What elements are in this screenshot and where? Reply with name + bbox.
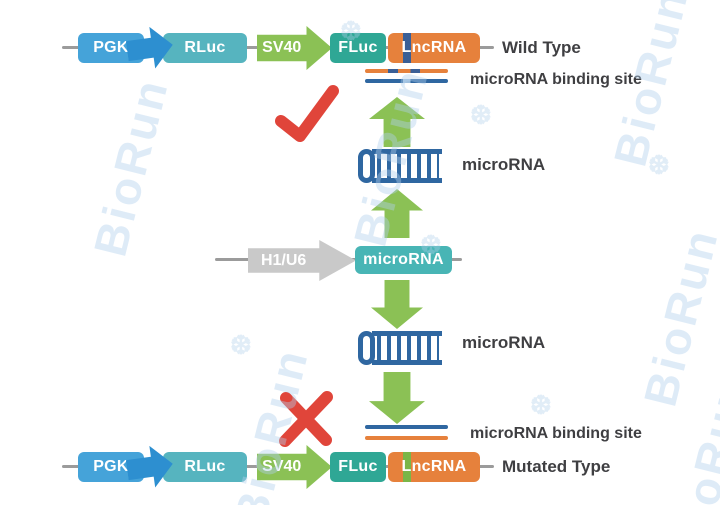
wild-promoter-arrow-icon bbox=[124, 24, 175, 72]
watermark-snowflake-icon: ❆ bbox=[470, 100, 492, 130]
hairpin-basepairs bbox=[377, 154, 439, 178]
wild-sv40-promoter-arrow: SV40 bbox=[257, 26, 332, 70]
wild-bindingsite-label: microRNA binding site bbox=[470, 71, 642, 88]
mutated-type-label: Mutated Type bbox=[502, 457, 611, 476]
hairpin-loop bbox=[358, 331, 375, 365]
no-binding-x-icon bbox=[279, 391, 333, 447]
watermark-snowflake-icon: ❆ bbox=[530, 390, 552, 420]
wild-binding-site-stripe bbox=[403, 33, 411, 63]
watermark: BioRun bbox=[83, 72, 178, 262]
wild-bindingsite-mirna-strand bbox=[365, 79, 448, 83]
watermark-snowflake-icon: ❆ bbox=[648, 150, 670, 180]
wild-type-label: Wild Type bbox=[502, 38, 581, 57]
mut-lncrna-box: LncRNA bbox=[388, 452, 480, 482]
watermark-snowflake-icon: ❆ bbox=[230, 330, 252, 360]
hairpin-stem bbox=[372, 331, 442, 365]
mut-sv40-promoter-arrow: SV40 bbox=[257, 445, 332, 489]
mut-bindingsite-lncrna-strand bbox=[365, 436, 448, 440]
wild-lncrna-box: LncRNA bbox=[388, 33, 480, 63]
arrow-up-icon-1 bbox=[369, 97, 425, 147]
mut-lncrna-label: LncRNA bbox=[401, 458, 467, 475]
mut-fluc-label: FLuc bbox=[338, 458, 378, 475]
mut-binding-site-stripe bbox=[403, 452, 411, 482]
mut-bindingsite-label: microRNA binding site bbox=[470, 425, 642, 442]
wild-fluc-label: FLuc bbox=[338, 39, 378, 56]
microrna-label-top: microRNA bbox=[462, 155, 546, 174]
watermark: BioRun bbox=[663, 372, 720, 505]
arrow-up-icon-2 bbox=[371, 189, 423, 238]
wild-lncrna-label: LncRNA bbox=[401, 39, 467, 56]
wild-rluc-box: RLuc bbox=[163, 33, 247, 63]
microrna-label-bottom: microRNA bbox=[462, 333, 546, 352]
arrow-down-icon-2 bbox=[369, 372, 425, 424]
hairpin-loop bbox=[358, 149, 375, 183]
cassette-microrna-label: microRNA bbox=[363, 251, 444, 268]
mut-sv40-label: SV40 bbox=[262, 458, 302, 475]
wild-rluc-label: RLuc bbox=[184, 39, 226, 56]
wild-pgk-label: PGK bbox=[93, 39, 129, 56]
wild-sv40-label: SV40 bbox=[262, 39, 302, 56]
microrna-hairpin-bottom-icon bbox=[358, 331, 442, 365]
microrna-hairpin-top-icon bbox=[358, 149, 442, 183]
wild-fluc-box: FLuc bbox=[330, 33, 386, 63]
mut-pgk-label: PGK bbox=[93, 458, 129, 475]
hairpin-stem bbox=[372, 149, 442, 183]
mut-rluc-box: RLuc bbox=[163, 452, 247, 482]
cassette-microrna-box: microRNA bbox=[355, 246, 452, 274]
hairpin-basepairs bbox=[377, 336, 439, 360]
mut-rluc-label: RLuc bbox=[184, 458, 226, 475]
mut-promoter-arrow-icon bbox=[124, 443, 175, 491]
wild-bindingsite-lncrna-strand bbox=[365, 69, 448, 73]
mut-bindingsite-mirna-strand bbox=[365, 425, 448, 429]
mut-fluc-box: FLuc bbox=[330, 452, 386, 482]
binding-check-icon bbox=[275, 85, 339, 142]
h1u6-label: H1/U6 bbox=[260, 251, 307, 269]
h1u6-promoter-arrow: H1/U6 bbox=[248, 240, 356, 281]
watermark: BioRun bbox=[633, 222, 720, 412]
arrow-down-icon-1 bbox=[371, 280, 423, 329]
